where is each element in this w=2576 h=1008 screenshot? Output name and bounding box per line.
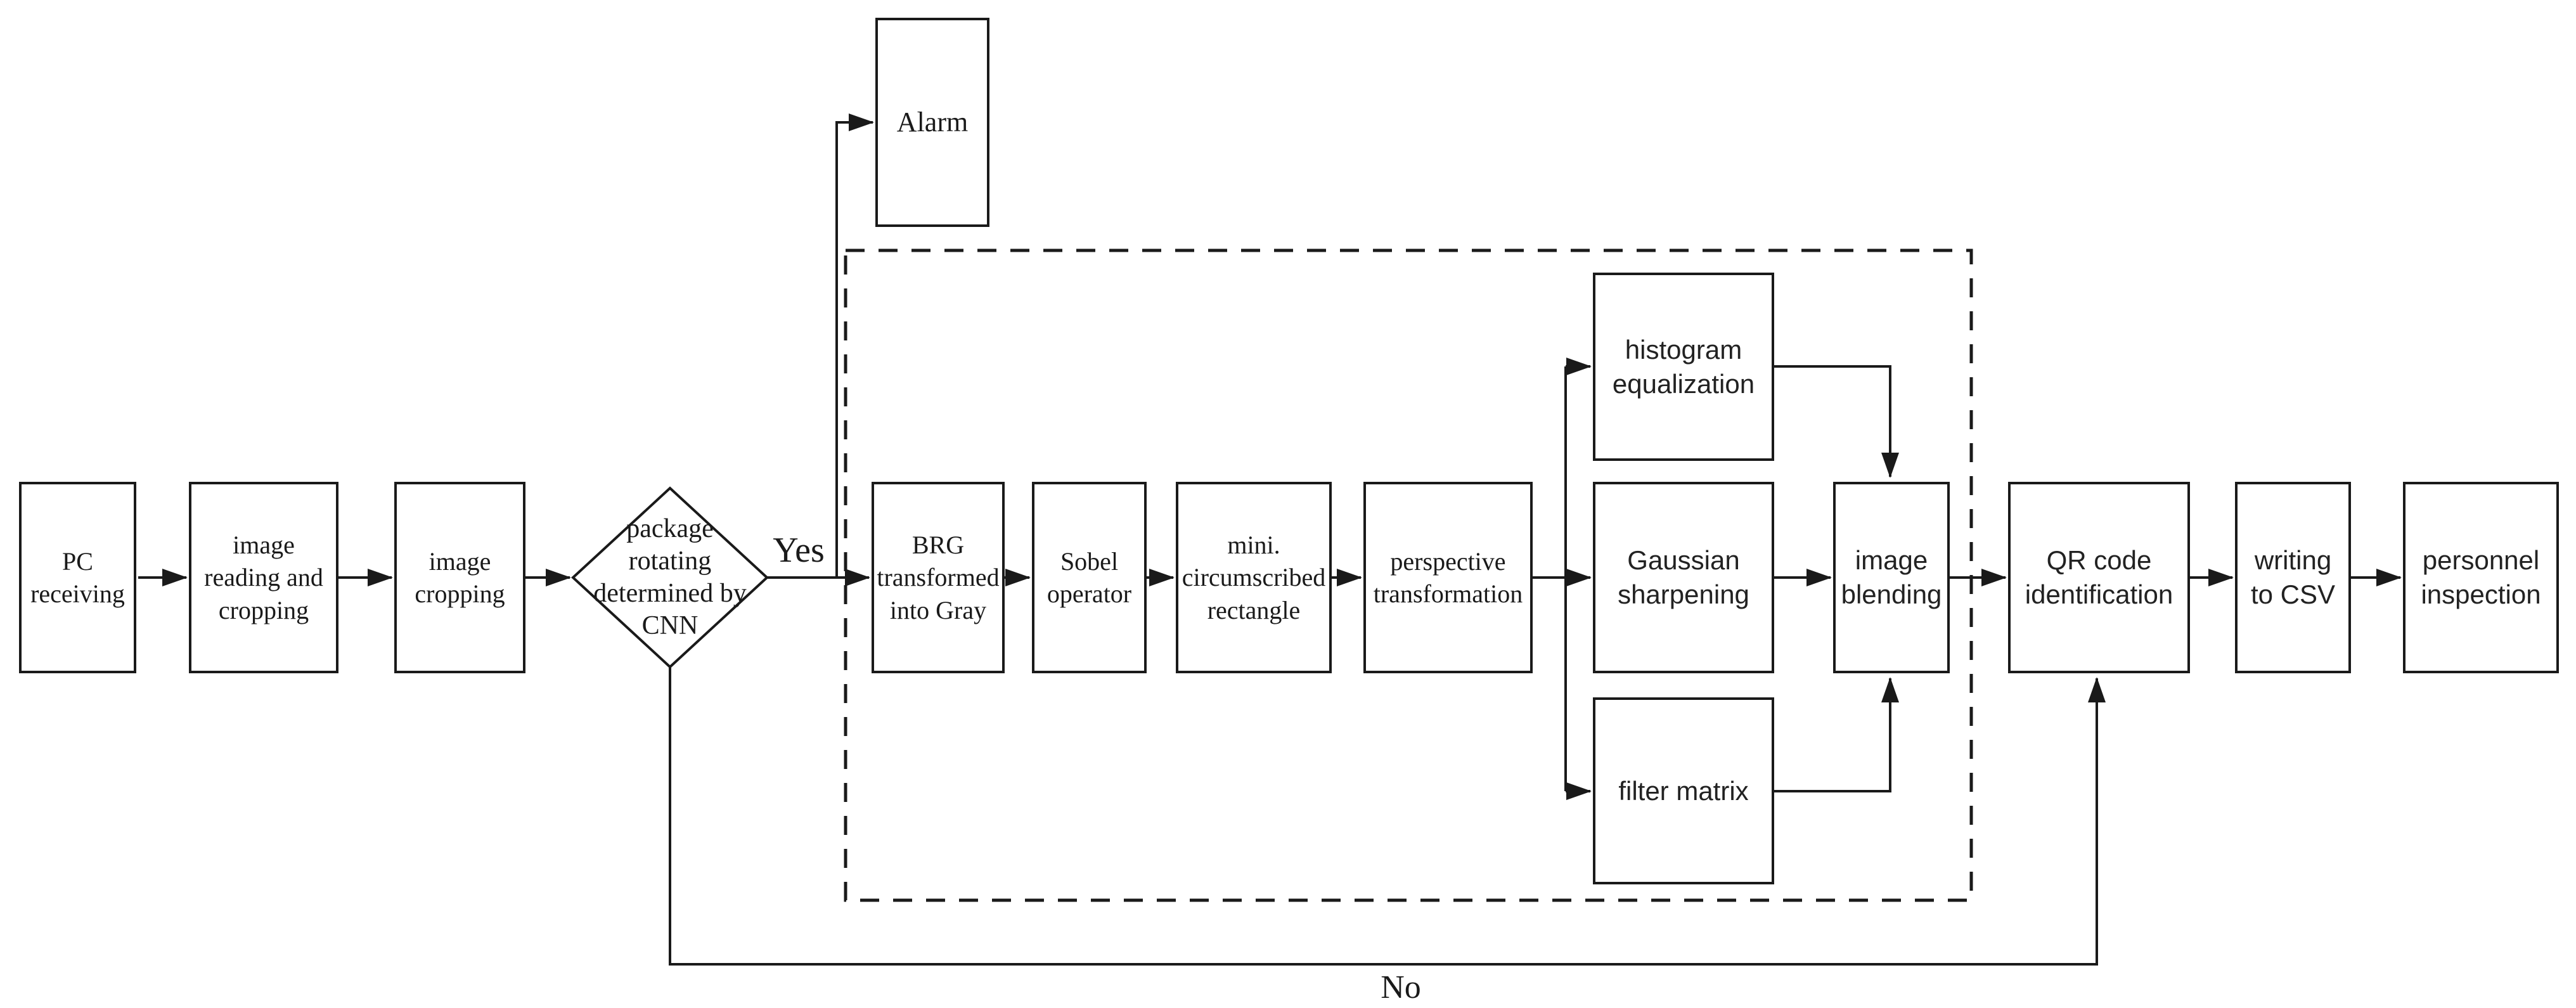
node-qr-code: QR code identification (2008, 482, 2190, 673)
node-gaussian: Gaussian sharpening (1593, 482, 1774, 673)
node-image-reading: image reading and cropping (189, 482, 338, 673)
node-histogram: histogram equalization (1593, 273, 1774, 461)
node-personnel-label: personnel inspection (2421, 545, 2541, 609)
node-image-cropping: image cropping (394, 482, 525, 673)
node-personnel: personnel inspection (2403, 482, 2559, 673)
node-perspective: perspective transformation (1363, 482, 1533, 673)
edge-label-no: No (1381, 969, 1421, 1005)
edge-label-yes: Yes (773, 531, 825, 570)
node-brg-gray: BRG transformed into Gray (872, 482, 1005, 673)
node-image-reading-label: image reading and cropping (204, 531, 323, 624)
node-filter-matrix-label: filter matrix (1618, 775, 1749, 806)
node-alarm: Alarm (875, 18, 989, 227)
node-image-blending-label: image blending (1841, 545, 1942, 609)
node-perspective-label: perspective transformation (1373, 546, 1523, 608)
node-gaussian-label: Gaussian sharpening (1618, 545, 1749, 609)
node-write-csv: writing to CSV (2235, 482, 2351, 673)
arrow-histogram-to-blending (1774, 365, 1899, 478)
node-image-blending: image blending (1833, 482, 1950, 673)
node-sobel: Sobel operator (1032, 482, 1147, 673)
node-mini-rect: mini. circumscribed rectangle (1176, 482, 1332, 673)
node-qr-code-label: QR code identification (2025, 545, 2174, 609)
arrow-yes-riser-to-alarm (835, 113, 874, 578)
node-filter-matrix: filter matrix (1593, 697, 1774, 884)
dashed-group-box (844, 249, 1973, 902)
node-write-csv-label: writing to CSV (2250, 545, 2336, 609)
node-image-cropping-label: image cropping (415, 546, 505, 608)
node-pc-receiving-label: PC receiving (30, 546, 125, 608)
arrow-decision-no-to-qr (669, 667, 2106, 966)
node-sobel-label: Sobel operator (1046, 546, 1132, 608)
arrow-filter-to-blending (1774, 677, 1899, 792)
node-mini-rect-label: mini. circumscribed rectangle (1182, 531, 1326, 624)
node-brg-gray-label: BRG transformed into Gray (877, 531, 1000, 624)
node-alarm-label: Alarm (896, 106, 969, 138)
node-cnn-decision-label: package rotating determined by CNN (593, 514, 747, 641)
node-pc-receiving: PC receiving (19, 482, 136, 673)
node-histogram-label: histogram equalization (1612, 334, 1755, 399)
